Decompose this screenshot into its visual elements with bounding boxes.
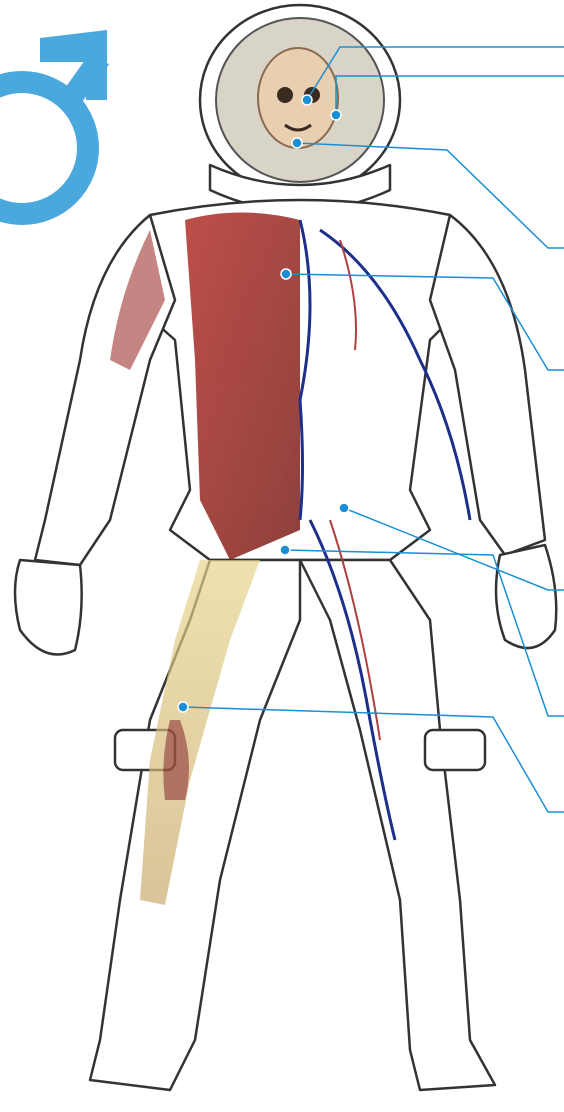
callout-marker-pelvis[interactable] (280, 545, 290, 555)
callout-marker-skull[interactable] (331, 110, 341, 120)
callout-marker-eye[interactable] (302, 95, 312, 105)
callout-marker-jaw[interactable] (292, 138, 302, 148)
skull-anatomy (258, 48, 338, 148)
callout-marker-knee[interactable] (178, 702, 188, 712)
callout-marker-chest[interactable] (281, 269, 291, 279)
male-symbol-icon (0, 30, 107, 214)
callout-marker-groin[interactable] (339, 503, 349, 513)
